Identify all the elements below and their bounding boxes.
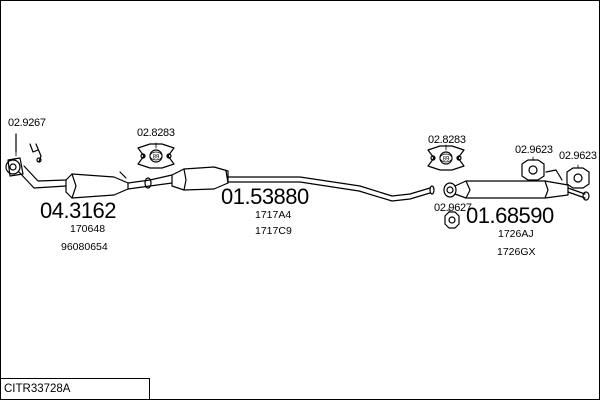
front-clamp-ref: 02.9267 <box>8 117 46 129</box>
mount-left-ref: 02.8283 <box>137 127 175 139</box>
rear-flange <box>443 182 457 198</box>
front-flange <box>5 157 24 177</box>
mount-badge-left-text: 89 <box>153 155 160 161</box>
hanger-2-ref: 02.9623 <box>559 150 597 162</box>
section-1-subcode-1: 170648 <box>70 223 106 235</box>
mount-badge-right: 89 <box>439 153 453 163</box>
section-3-subcode-2: 1726GX <box>497 246 536 258</box>
front-pipe <box>18 165 67 189</box>
middle-silencer <box>149 166 229 191</box>
intermediate-pipe <box>227 176 435 202</box>
diagram-code: CITR33728A <box>4 383 71 395</box>
rear-hanger-2 <box>566 167 590 189</box>
front-catalyst <box>65 171 152 199</box>
mount-badge-left: 89 <box>149 151 163 161</box>
section-3-subcode-1: 1726AJ <box>498 228 534 240</box>
section-2-subcode-2: 1717C9 <box>255 225 292 237</box>
mount-badge-right-text: 89 <box>443 157 450 163</box>
rear-silencer <box>454 169 590 201</box>
section-2-number: 01.53880 <box>221 184 309 209</box>
mount-right-ref: 02.8283 <box>428 134 466 146</box>
hanger-1-ref: 02.9623 <box>515 144 553 156</box>
rear-clamp-ref: 02.9627 <box>434 202 472 214</box>
section-2-subcode-1: 1717A4 <box>255 209 292 221</box>
section-1-number: 04.3162 <box>40 198 117 223</box>
rear-clamp-part <box>444 211 460 229</box>
rear-hanger-1 <box>521 159 545 181</box>
leader-lines <box>15 133 579 213</box>
section-1-subcode-2: 96080654 <box>61 241 108 253</box>
section-3-number: 01.68590 <box>466 203 554 228</box>
title-block: CITR33728A <box>0 378 150 399</box>
